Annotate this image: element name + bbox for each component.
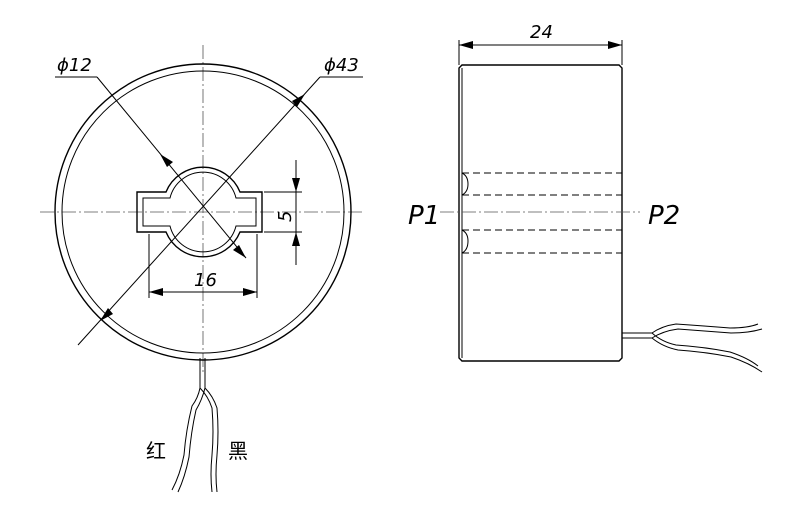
hidden-curve-top bbox=[461, 172, 469, 196]
slot-height-arrow-bottom bbox=[292, 232, 300, 246]
slot-width-arrow-right bbox=[243, 288, 257, 296]
lead-black-label: 黑 bbox=[228, 439, 248, 463]
slot-width-label: 16 bbox=[194, 270, 217, 291]
side-lead-lower-b bbox=[651, 337, 763, 373]
slot-height-label: 5 bbox=[275, 211, 296, 222]
outer-body-inner-edge bbox=[61, 70, 345, 354]
width-arrow-left bbox=[459, 41, 473, 49]
lead-wire-black-outer bbox=[199, 387, 214, 493]
d12-leader-line bbox=[96, 76, 247, 259]
side-view: P1 P2 24 bbox=[408, 22, 763, 373]
inner-diameter-label: ϕ12 bbox=[57, 55, 92, 76]
front-view: ϕ12 ϕ43 16 5 红 黑 bbox=[40, 45, 365, 493]
outer-diameter-label: ϕ43 bbox=[324, 55, 359, 76]
slot-height-arrow-top bbox=[292, 178, 300, 192]
side-lead-lower-a bbox=[651, 332, 759, 367]
d12-arrowhead-2 bbox=[160, 154, 173, 167]
d43-arrowhead bbox=[292, 94, 305, 107]
primary-out-label: P2 bbox=[648, 201, 680, 231]
d43-leader-line bbox=[77, 76, 321, 346]
side-lead-upper-a bbox=[651, 323, 759, 334]
slot-width-arrow-left bbox=[149, 288, 163, 296]
width-label: 24 bbox=[530, 22, 553, 43]
hidden-curve-bottom bbox=[461, 229, 469, 254]
side-lead-upper-b bbox=[651, 328, 763, 339]
lead-wire-black-inner bbox=[204, 387, 219, 493]
lead-red-label: 红 bbox=[146, 439, 166, 463]
outer-body-outline bbox=[54, 63, 352, 361]
lead-wire-red-inner bbox=[177, 358, 206, 493]
d12-arrowhead bbox=[233, 245, 246, 258]
side-body-outline bbox=[458, 64, 623, 362]
lead-wire-red-outer bbox=[171, 358, 201, 491]
center-hole-slot-outer bbox=[136, 166, 263, 258]
d43-arrowhead-2 bbox=[100, 308, 113, 321]
primary-in-label: P1 bbox=[408, 201, 440, 231]
width-arrow-right bbox=[608, 41, 622, 49]
center-hole-slot-inner bbox=[142, 171, 257, 253]
